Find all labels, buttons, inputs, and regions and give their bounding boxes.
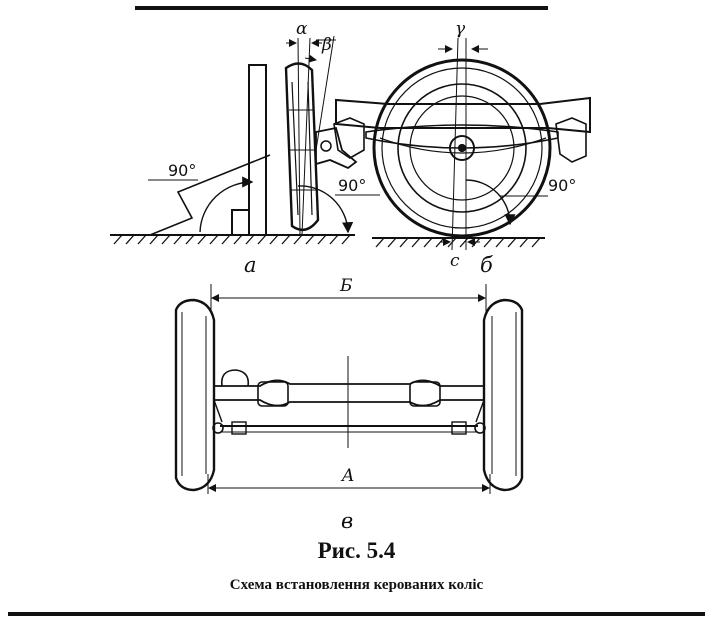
angle-b-label: 90° <box>548 176 576 195</box>
gamma-label: γ <box>455 19 466 39</box>
figure-caption-subtitle: Схема встановлення керованих коліс <box>229 577 484 593</box>
dimension-b-label: Б <box>339 276 353 296</box>
view-b-label: б <box>480 253 493 277</box>
view-a-label: a <box>244 253 257 277</box>
alpha-label: α <box>296 19 308 39</box>
figure-caption-title: Рис. 5.4 <box>317 538 396 563</box>
beta-label: β <box>321 35 332 55</box>
angle-a-left-label: 90° <box>168 161 196 180</box>
dimension-a-label: A <box>340 466 354 486</box>
view-b-front-wheel <box>333 37 591 251</box>
view-v-label: в <box>341 509 353 533</box>
caster-offset-label: c <box>450 251 460 271</box>
view-v-axle-top <box>174 284 524 494</box>
view-a-side-wheel <box>110 35 380 245</box>
angle-a-right-label: 90° <box>338 176 366 195</box>
